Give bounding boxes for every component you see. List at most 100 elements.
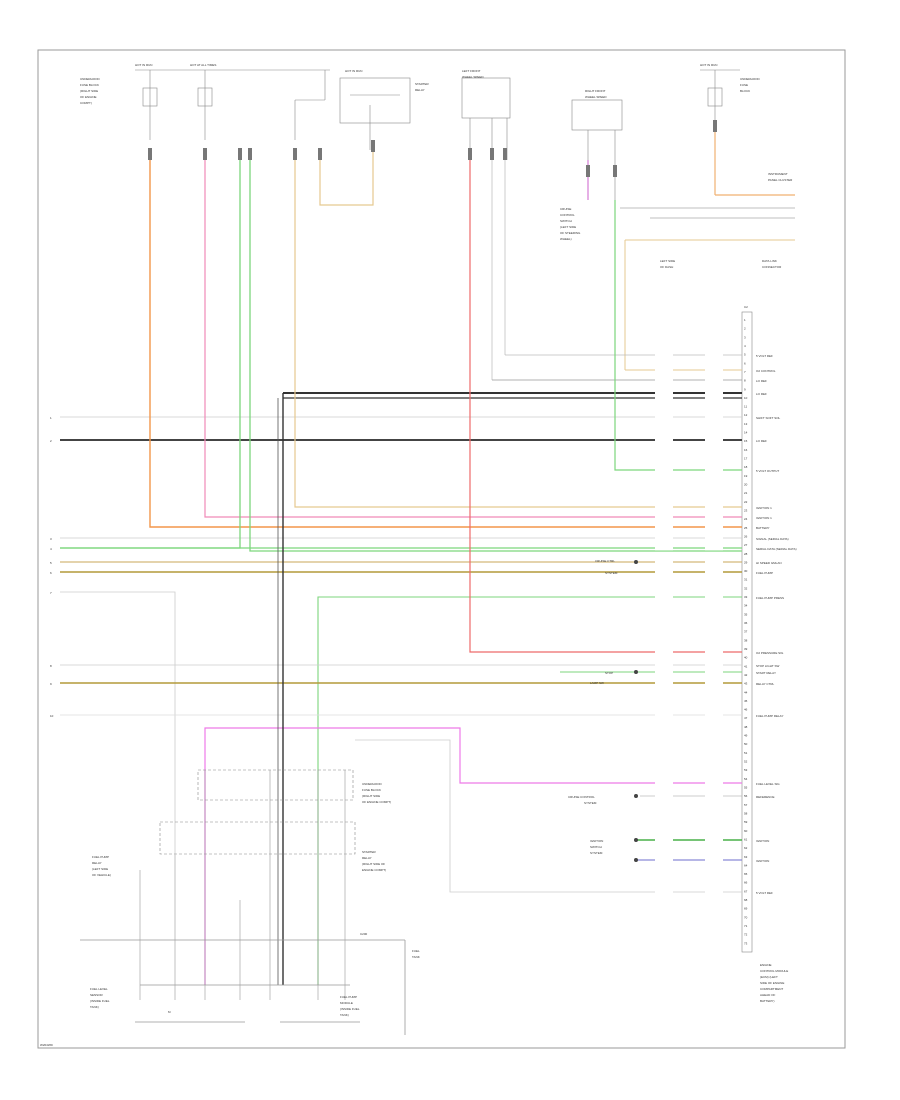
svg-text:TANK): TANK) xyxy=(340,1013,349,1017)
diagram-frame xyxy=(37,49,846,1049)
ecm-pin-number: 26 xyxy=(744,534,748,538)
svg-text:1: 1 xyxy=(50,416,52,420)
bottom-bus xyxy=(80,939,406,1035)
ecm-pin-number: 24 xyxy=(744,517,748,521)
ecm-pin-number: 28 xyxy=(744,552,748,556)
ecm-pin-number: 60 xyxy=(744,829,748,833)
svg-text:C200: C200 xyxy=(360,932,368,936)
svg-text:HOT IN RUN: HOT IN RUN xyxy=(700,63,717,67)
wire-green-3 xyxy=(317,596,742,985)
wire-code-patch xyxy=(705,793,723,799)
ecm-pin-number: 32 xyxy=(744,586,748,590)
ecm-pin-number: 58 xyxy=(744,811,748,815)
ecm-pin-number: 61 xyxy=(744,837,748,841)
sensor-top-center-right xyxy=(461,77,511,160)
svg-text:RELAY: RELAY xyxy=(362,856,372,860)
ecm-pin-number: 27 xyxy=(744,543,748,547)
ecm-pin-number: 62 xyxy=(744,846,748,850)
wire-code-patch xyxy=(705,594,723,600)
wire-code-patch xyxy=(705,569,723,575)
svg-text:MODULE: MODULE xyxy=(340,1001,353,1005)
svg-text:OF STEERING: OF STEERING xyxy=(560,231,581,235)
sensor-top-right xyxy=(571,99,623,200)
svg-text:FUEL LEVEL: FUEL LEVEL xyxy=(90,987,108,991)
ecm-function-label: 5 VOLT REF xyxy=(756,891,773,895)
ecm-pin-number: 65 xyxy=(744,872,748,876)
ecm-function-label: IGNITION xyxy=(756,859,769,863)
wire-code-patch xyxy=(655,669,673,675)
ecm-pin-number: 41 xyxy=(744,664,748,668)
ecm-pin-number: 19 xyxy=(744,474,748,478)
ecm-function-label: FUEL PUMP xyxy=(756,571,773,575)
svg-text:4: 4 xyxy=(50,547,52,551)
wire-code-patch xyxy=(655,837,673,843)
svg-text:FUSE BLOCK: FUSE BLOCK xyxy=(80,83,99,87)
svg-text:STOP: STOP xyxy=(605,671,613,675)
svg-text:(INSIDE FUEL: (INSIDE FUEL xyxy=(90,999,110,1003)
svg-text:STARTER: STARTER xyxy=(415,82,430,86)
wire-code-patch xyxy=(705,437,723,443)
ecm-function-label: SHIFT SOFT SOL xyxy=(756,416,781,420)
ecm-pin-number: 43 xyxy=(744,682,748,686)
ecm-function-label: SIGNAL (SERIAL DATA) xyxy=(756,537,789,541)
wire-code-labels xyxy=(655,352,723,895)
svg-text:WHEEL): WHEEL) xyxy=(560,237,572,241)
ecm-pin-number: 57 xyxy=(744,803,748,807)
svg-text:FUEL PUMP: FUEL PUMP xyxy=(340,995,357,999)
ecm-pin-number: 49 xyxy=(744,734,748,738)
bottom-relay-block xyxy=(159,769,356,855)
svg-text:BATTERY): BATTERY) xyxy=(760,999,775,1003)
ecm-pin-number: 46 xyxy=(744,708,748,712)
svg-text:CONTROL MODULE: CONTROL MODULE xyxy=(760,969,788,973)
wire-orange-1 xyxy=(149,150,742,528)
ecm-function-label: O2 CONTROL xyxy=(756,369,776,373)
ecm-pin-number: 55 xyxy=(744,786,748,790)
wire-code-patch xyxy=(705,467,723,473)
ecm-pin-number: 37 xyxy=(744,630,748,634)
wire-code-patch xyxy=(705,377,723,383)
svg-text:OF VEHICLE): OF VEHICLE) xyxy=(92,873,111,877)
ecm-pin-number: 6 xyxy=(744,361,746,365)
ecm-pin-number: 22 xyxy=(744,500,748,504)
ecm-pin-number: 7 xyxy=(744,370,746,374)
wire-code-patch xyxy=(655,524,673,530)
svg-text:LEFT FRONT: LEFT FRONT xyxy=(462,69,481,73)
ecm-pin-numbers: 1234567891011121314151617181920212223242… xyxy=(744,318,748,945)
wire-code-patch xyxy=(705,712,723,718)
svg-text:UNDERHOOD: UNDERHOOD xyxy=(80,77,101,81)
svg-text:HOT IN RUN: HOT IN RUN xyxy=(345,69,362,73)
wire-code-patch xyxy=(705,535,723,541)
ecm-function-label: RELAY CTRL xyxy=(756,682,775,686)
wire-green-sensor xyxy=(614,200,742,471)
ecm-pin-number: 3 xyxy=(744,335,746,339)
svg-text:COMPT): COMPT) xyxy=(80,101,92,105)
svg-text:RELAY: RELAY xyxy=(92,861,102,865)
ecm-connector-id: C2 xyxy=(744,305,748,309)
svg-text:5: 5 xyxy=(50,561,52,565)
wire-green-2 xyxy=(249,150,742,552)
svg-text:SENSOR: SENSOR xyxy=(90,993,104,997)
ecm-pin-number: 72 xyxy=(744,933,748,937)
wire-code-patch xyxy=(655,662,673,668)
ecm-function-label: SERIAL DATA (SERIAL DATA) xyxy=(756,547,797,551)
ecm-pin-number: 59 xyxy=(744,820,748,824)
fuse-label-group: HOT IN RUN HOT AT ALL TIMES UNDERHOOD FU… xyxy=(80,63,216,105)
svg-text:(RIGHT SIDE: (RIGHT SIDE xyxy=(362,794,380,798)
ecm-pin-number: 52 xyxy=(744,760,748,764)
ecm-function-label: IGNITION 1 xyxy=(756,516,772,520)
ecm-pin-number: 40 xyxy=(744,656,748,660)
svg-text:(RIGHT SIDE: (RIGHT SIDE xyxy=(80,89,98,93)
ecm-pin-number: 54 xyxy=(744,777,748,781)
svg-text:OF ENGINE COMPT): OF ENGINE COMPT) xyxy=(362,800,391,804)
svg-text:FUSE: FUSE xyxy=(740,83,748,87)
ecm-function-label: START RELAY xyxy=(756,671,776,675)
ecm-pin-number: 63 xyxy=(744,855,748,859)
main-wires xyxy=(60,150,742,985)
wire-code-patch xyxy=(655,780,673,786)
wire-code-patch xyxy=(705,857,723,863)
ecm-pin-number: 42 xyxy=(744,673,748,677)
wire-code-patch xyxy=(705,545,723,551)
wire-code-patch xyxy=(655,367,673,373)
wire-code-patch xyxy=(705,559,723,565)
